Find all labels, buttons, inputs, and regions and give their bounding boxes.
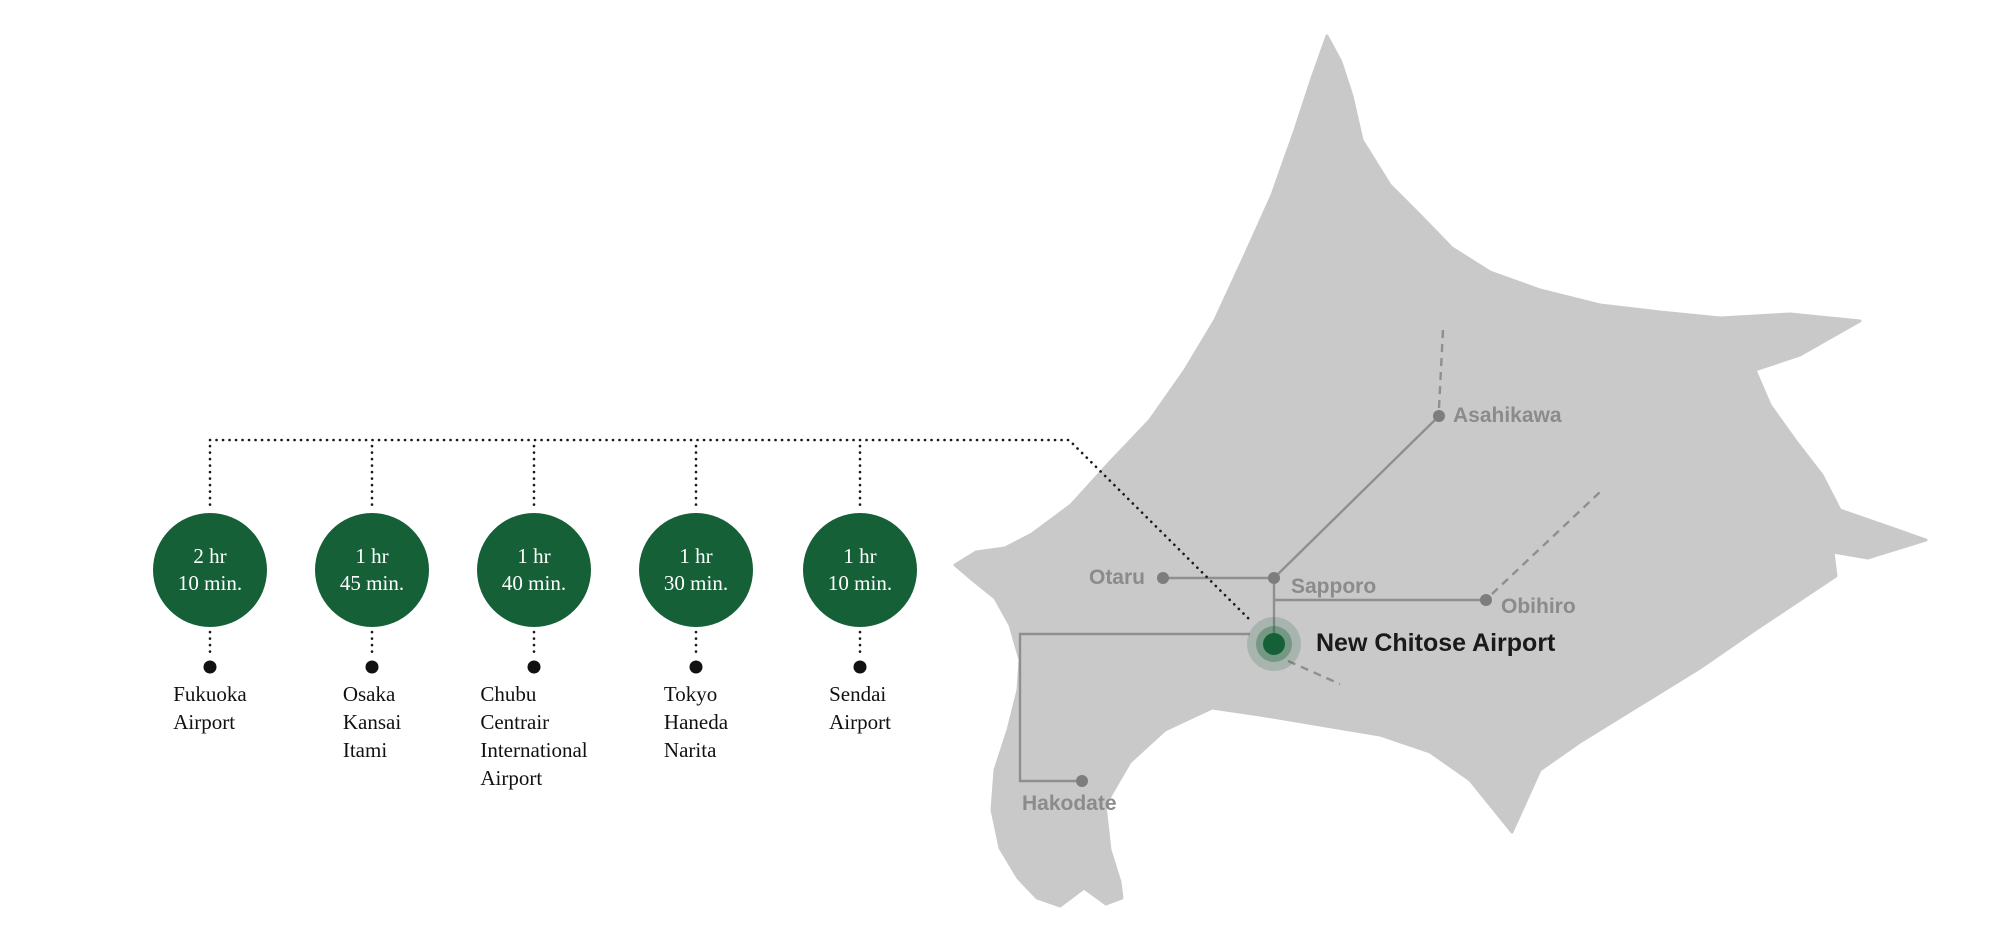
new-chitose-airport-label: New Chitose Airport: [1316, 629, 1556, 657]
airport-label-chubu: Chubu Centrair International Airport: [480, 680, 587, 792]
city-label-asahikawa: Asahikawa: [1453, 404, 1562, 427]
airport-label-tokyo: Tokyo Haneda Narita: [664, 680, 728, 764]
anchor-dot-sendai: [853, 660, 867, 674]
airport-label-line: Kansai: [342, 710, 402, 734]
flight-time-circle-tokyo: 1 hr 30 min.: [639, 513, 753, 627]
flight-time-line1: 1 hr: [355, 544, 389, 568]
flight-time-circle-fukuoka: 2 hr 10 min.: [153, 513, 267, 627]
flight-time-line1: 1 hr: [679, 544, 713, 568]
dotted-connector-line: [208, 438, 1254, 624]
flight-time-line2: 45 min.: [339, 571, 405, 595]
flight-time-circle-osaka: 1 hr 45 min.: [315, 513, 429, 627]
hokkaido-map-shape: [953, 34, 1928, 908]
flight-time-line1: 1 hr: [517, 544, 551, 568]
city-dot-hakodate: [1076, 775, 1088, 787]
flight-time-line1: 2 hr: [193, 544, 227, 568]
anchor-dot-fukuoka: [203, 660, 217, 674]
airport-label-line: Chubu: [480, 682, 537, 706]
city-label-sapporo: Sapporo: [1291, 575, 1377, 598]
airport-label-osaka: Osaka Kansai Itami: [343, 680, 401, 764]
anchor-dot-osaka: [365, 660, 379, 674]
airport-label-line: Osaka: [342, 682, 396, 706]
airport-label-line: Haneda: [663, 710, 729, 734]
dashed-line-below-chitose: [1287, 659, 1341, 686]
airport-label-line: Itami: [342, 738, 388, 762]
airport-label-sendai: Sendai Airport: [829, 680, 891, 736]
airport-label-line: Centrair: [480, 710, 550, 734]
city-label-obihiro: Obihiro: [1501, 595, 1576, 618]
city-label-otaru: Otaru: [1088, 566, 1145, 589]
flight-time-circle-chubu: 1 hr 40 min.: [477, 513, 591, 627]
airport-label-line: Sendai: [829, 682, 887, 706]
route-chitose-hakodate: [1018, 632, 1250, 783]
flight-time-line1: 1 hr: [843, 544, 877, 568]
anchor-dot-chubu: [527, 660, 541, 674]
airport-label-line: Tokyo: [663, 682, 718, 706]
city-dot-asahikawa: [1433, 410, 1445, 422]
city-label-hakodate: Hakodate: [1022, 792, 1117, 815]
chitose-marker-dot: [1263, 633, 1285, 655]
dashed-line-beyond-obihiro: [1491, 491, 1601, 595]
airport-label-line: Airport: [829, 710, 891, 734]
route-sapporo-asahikawa: [1273, 415, 1440, 579]
flight-time-line2: 30 min.: [663, 571, 729, 595]
airport-label-line: Fukuoka: [173, 682, 247, 706]
city-dot-obihiro: [1480, 594, 1492, 606]
flight-time-circle-sendai: 1 hr 10 min.: [803, 513, 917, 627]
airport-label-fukuoka: Fukuoka Airport: [173, 680, 247, 736]
city-dot-sapporo: [1268, 572, 1280, 584]
airport-label-line: Narita: [663, 738, 717, 762]
airport-label-line: Airport: [173, 710, 236, 734]
airport-label-line: Airport: [480, 766, 543, 790]
anchor-dot-tokyo: [689, 660, 703, 674]
airport-label-line: International: [480, 738, 588, 762]
city-dot-otaru: [1157, 572, 1169, 584]
flight-time-line2: 10 min.: [177, 571, 243, 595]
flight-time-line2: 40 min.: [501, 571, 567, 595]
flight-time-line2: 10 min.: [827, 571, 893, 595]
